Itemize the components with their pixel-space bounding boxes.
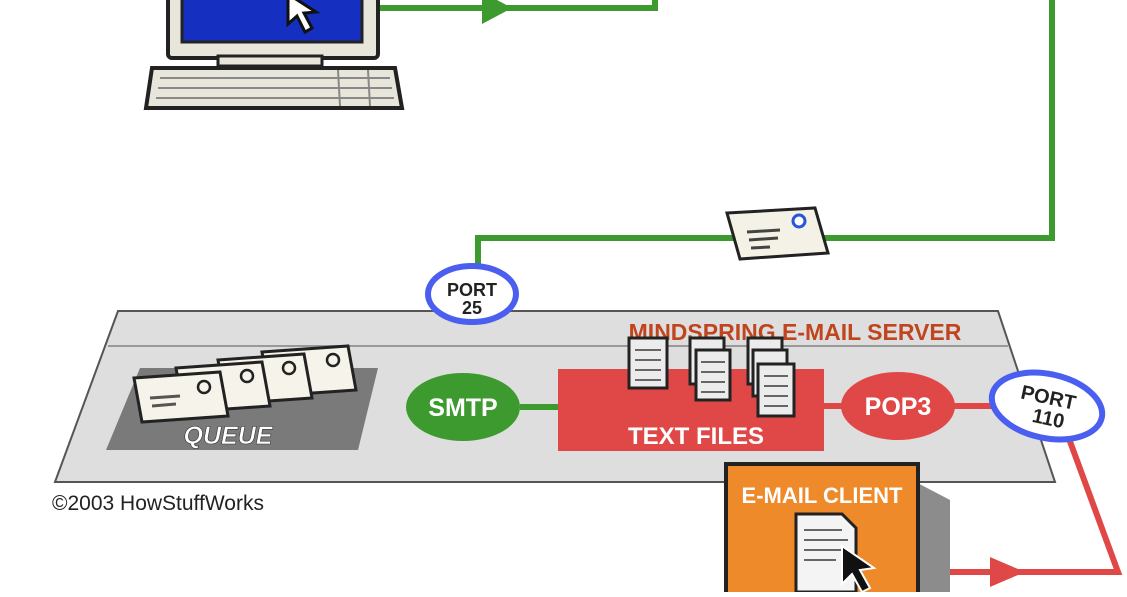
smtp-label: SMTP bbox=[428, 394, 497, 422]
copyright-text: ©2003 HowStuffWorks bbox=[52, 492, 264, 515]
port-110-badge bbox=[988, 369, 1106, 443]
desktop-computer-icon bbox=[143, 0, 405, 110]
pop3-label: POP3 bbox=[865, 393, 932, 421]
pop3-node bbox=[841, 372, 955, 440]
envelope-icon bbox=[725, 206, 830, 261]
document-cursor-icon bbox=[794, 512, 877, 594]
port-25-line2: 25 bbox=[462, 298, 482, 318]
server-title: MINDSPRING E-MAIL SERVER bbox=[629, 319, 962, 345]
text-files-label: TEXT FILES bbox=[628, 423, 764, 450]
queue-box bbox=[106, 344, 378, 450]
document-stack-icon bbox=[627, 336, 796, 418]
email-client-label: E-MAIL CLIENT bbox=[742, 483, 903, 508]
queued-envelope-stack-icon bbox=[132, 344, 358, 424]
port-25-badge bbox=[425, 263, 519, 325]
smtp-node bbox=[406, 373, 520, 441]
queue-label: QUEUE bbox=[184, 422, 274, 450]
port-25-line1: PORT bbox=[447, 280, 497, 300]
